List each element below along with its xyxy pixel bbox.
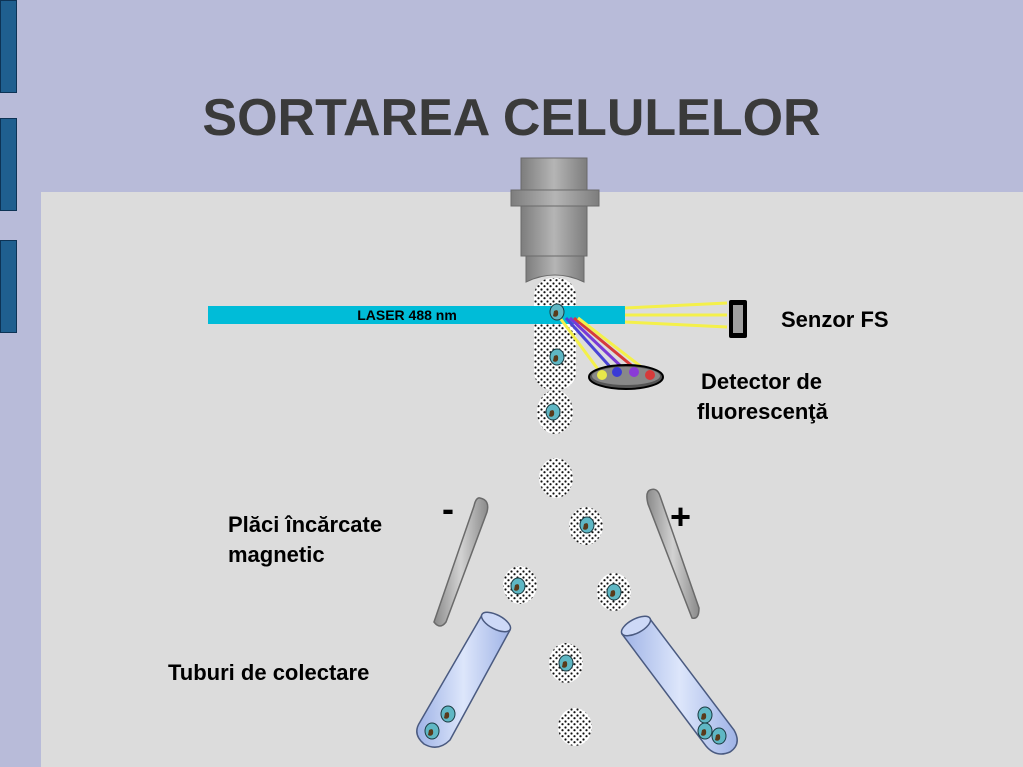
negative-plate-sign: - [442,488,454,529]
fluorescence-detector-label-line2: fluorescenţă [697,399,828,424]
page-title: SORTAREA CELULELOR [202,89,821,147]
side-bar-bottom [0,240,17,333]
plates-label-line2: magnetic [228,542,325,567]
positive-plate-sign: + [670,496,692,537]
content-panel [41,192,1023,767]
tubes-label: Tuburi de colectare [168,660,370,685]
fluorescence-detector-label-line1: Detector de [701,369,823,394]
plates-label-line1: Plăci încărcate [228,512,383,537]
fs-sensor-label: Senzor FS [781,307,889,332]
laser-label: LASER 488 nm [357,307,457,323]
side-bar-middle [0,118,17,211]
droplets [503,507,631,746]
fs-sensor-icon [729,300,747,338]
charged-plate-icon [433,488,700,627]
laser-beam [208,306,625,324]
nozzle-icon [510,157,600,283]
side-bar-top [0,0,17,93]
scatter-beams [624,301,728,329]
fluorescence-detector-icon [588,364,664,390]
fluorescence-beams [558,316,649,374]
collection-tube-icon [416,611,738,755]
